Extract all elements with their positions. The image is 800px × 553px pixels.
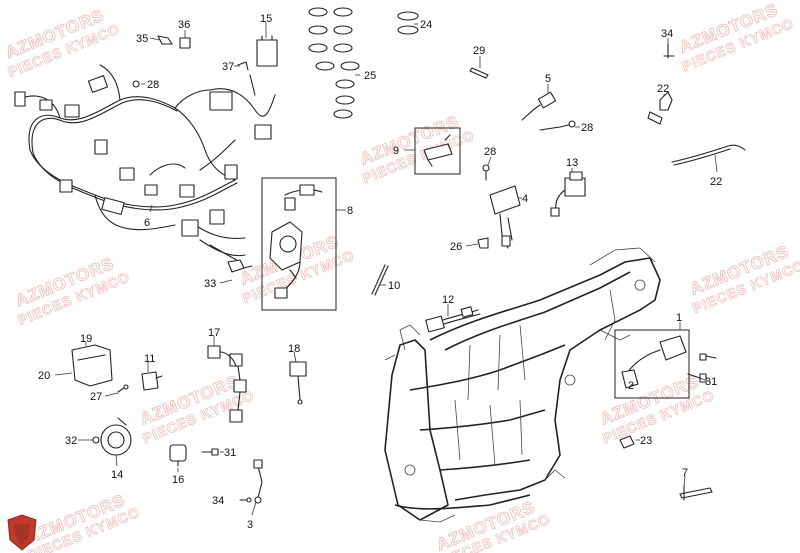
sensor-3 [253,459,263,504]
callout-9: 9 [393,145,399,157]
callout-5: 5 [545,73,551,85]
callout-22: 22 [710,176,722,188]
bolt-part [132,80,490,181]
clamp-parts [308,7,419,119]
relay-part [256,35,278,67]
callout-11: 11 [144,353,155,365]
callout-34: 34 [661,28,673,40]
connector-12 [425,306,481,333]
callout-34: 34 [212,495,224,507]
callout-labels: 35 36 15 37 24 25 28 29 5 28 34 22 22 9 … [38,13,722,531]
rod-part [371,264,389,296]
callout-12: 12 [442,294,454,306]
callout-26: 26 [450,241,462,253]
callout-23: 23 [640,435,652,447]
connector-33 [227,259,253,273]
callout-32: 32 [65,435,77,447]
callout-25: 25 [364,70,376,82]
callout-13: 13 [566,157,578,169]
relay-18 [289,361,307,405]
sensor-11 [141,371,163,391]
callout-10: 10 [388,280,400,292]
callout-27: 27 [90,391,102,403]
callout-28: 28 [581,122,593,134]
callout-8: 8 [347,205,353,217]
bolt-31-left [201,448,219,456]
ignition-switch-part [261,177,337,311]
ecu-part [71,344,113,387]
scooter-frame [384,247,661,523]
callout-15: 15 [260,13,272,25]
screw-34 [239,497,252,503]
azmotors-logo [7,514,37,551]
clip-parts [157,35,249,71]
callout-24: 24 [420,19,432,31]
horn-part [100,417,132,456]
callout-35: 35 [136,33,148,45]
callout-31: 31 [705,376,717,388]
fuse-part [169,444,187,467]
callout-37: 37 [222,61,234,73]
bolt-32 [92,436,100,444]
callout-6: 6 [144,217,150,229]
callout-29: 29 [473,45,485,57]
callout-7: 7 [682,467,688,479]
callout-2: 2 [628,380,634,392]
callout-19: 19 [80,333,92,345]
callout-22: 22 [657,83,669,95]
callout-20: 20 [38,370,50,382]
callout-28: 28 [484,146,496,158]
callout-14: 14 [111,469,123,481]
callout-28: 28 [147,79,159,91]
clip-23 [619,435,635,449]
strap-part [469,67,489,79]
strap-7 [679,485,713,501]
bracket-part [647,43,675,125]
regulator-part [414,127,461,175]
screw-27 [117,384,129,393]
sensor-part [521,91,576,131]
callout-17: 17 [208,327,220,339]
cdi-part [489,185,521,249]
clip-26 [477,237,489,249]
cable-part [671,144,746,166]
callout-36: 36 [178,19,190,31]
coil-assembly [614,329,690,399]
callout-1: 1 [676,312,682,324]
callout-4: 4 [522,193,528,205]
callout-18: 18 [288,343,300,355]
coil-part [550,171,586,217]
wiring-harness [14,64,276,263]
callout-31: 31 [224,447,236,459]
callout-3: 3 [247,519,253,531]
callout-16: 16 [172,474,184,486]
switch-17 [207,345,247,423]
callout-33: 33 [204,278,216,290]
leader-lines [54,22,718,516]
